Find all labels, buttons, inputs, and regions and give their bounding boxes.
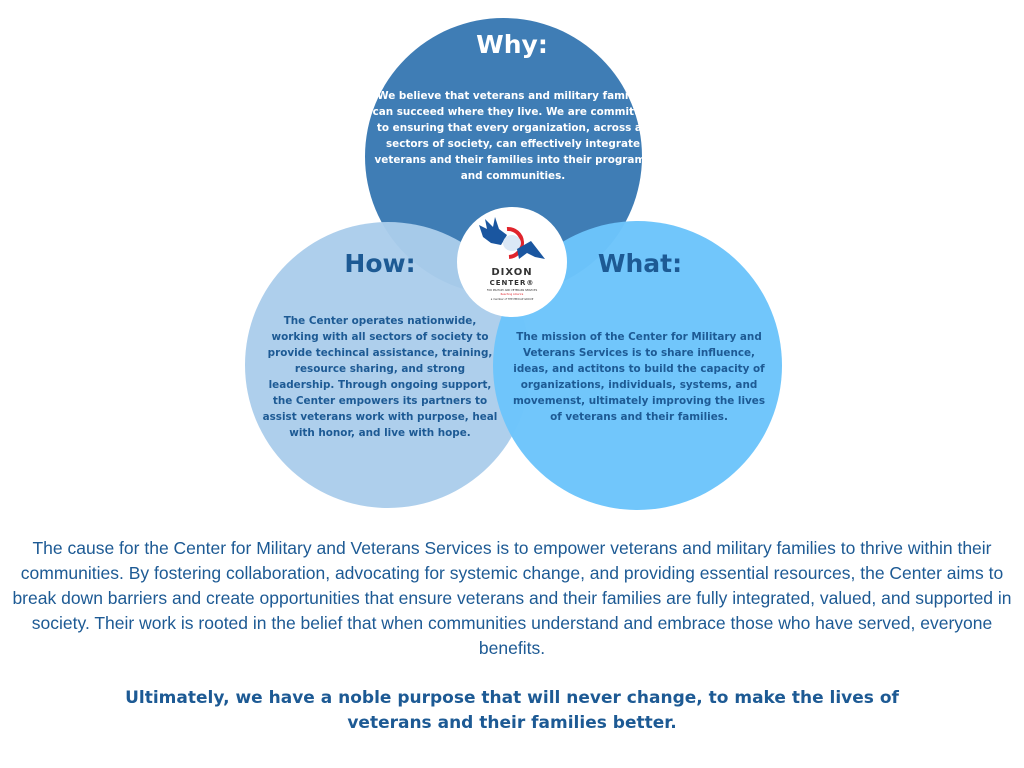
cause-paragraph: The cause for the Center for Military an… [12,538,1012,658]
logo-line3: FOR MILITARY AND VETERANS SERVICES [486,289,538,292]
why-title: Why: [476,30,548,59]
logo-line1: DIXON [491,267,533,278]
what-text: The mission of the Center for Military a… [512,331,766,423]
logo-line4: Reaching America [500,293,524,296]
logo-line2: CENTER® [489,279,535,287]
how-title: How: [344,249,416,278]
why-text: We believe that veterans and military fa… [372,90,654,182]
what-title: What: [597,249,683,278]
dixon-center-logo: DIXON CENTER® FOR MILITARY AND VETERANS … [457,207,567,317]
eagle-icon [479,217,545,259]
logo-line5: a member of THE PEDCAP GROUP [490,298,534,301]
how-text: The Center operates nationwide, working … [262,315,498,439]
closing-statement: Ultimately, we have a noble purpose that… [125,688,899,733]
